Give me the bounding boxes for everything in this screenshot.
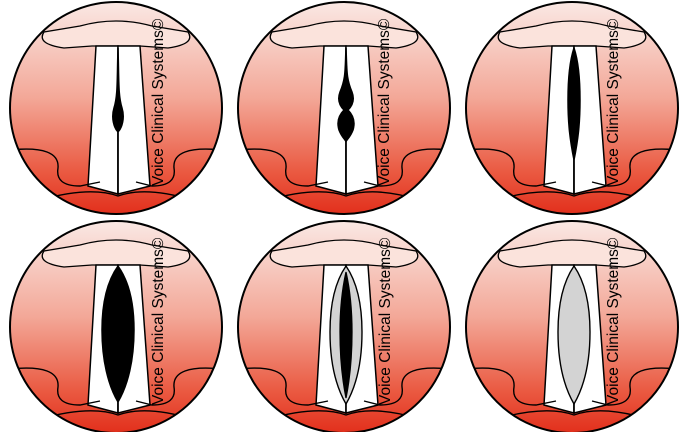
watermark-text: Voice Clinical Systems©: [150, 18, 167, 186]
watermark-text: Voice Clinical Systems©: [150, 237, 167, 405]
watermark-text: Voice Clinical Systems©: [605, 237, 622, 405]
panel-4: Voice Clinical Systems©: [10, 221, 222, 432]
watermark-text: Voice Clinical Systems©: [376, 18, 393, 186]
panel-3: Voice Clinical Systems©: [466, 2, 678, 214]
panel-5: Voice Clinical Systems©: [238, 221, 450, 432]
watermark-text: Voice Clinical Systems©: [377, 237, 394, 405]
panel-1: Voice Clinical Systems©: [10, 2, 222, 214]
watermark-text: Voice Clinical Systems©: [605, 18, 622, 186]
panel-6: Voice Clinical Systems©: [466, 221, 678, 432]
panel-2: Voice Clinical Systems©: [238, 2, 450, 214]
